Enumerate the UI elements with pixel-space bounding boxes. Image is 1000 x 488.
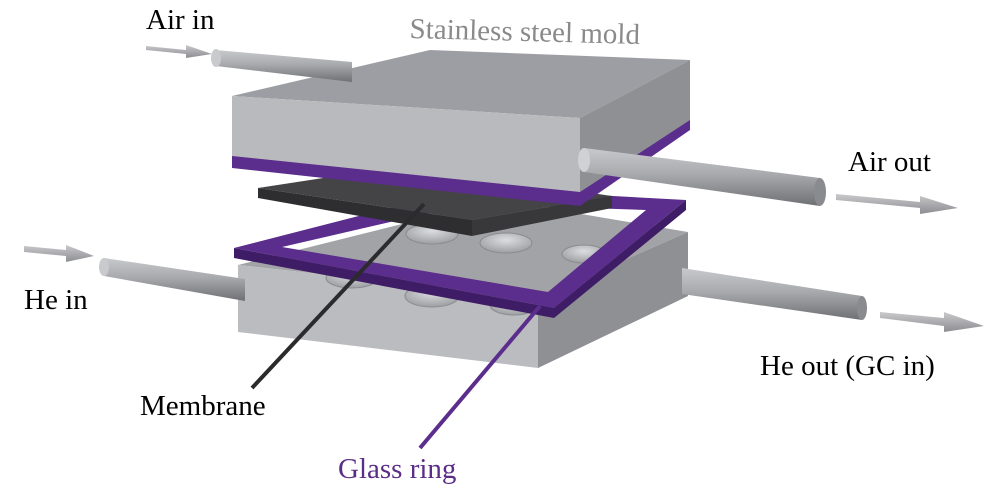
air-in-arrow (146, 45, 212, 58)
bottom-block-side-face (538, 232, 688, 368)
membrane-leader-line (250, 202, 426, 390)
glass-ring-frame (234, 188, 686, 308)
mold-label: Stainless steel mold (409, 13, 641, 52)
air-out-arrow (836, 194, 958, 214)
he-in-pipe (99, 258, 245, 301)
top-mold-block (232, 50, 690, 206)
air-out-pipe (578, 148, 826, 206)
he-out-label: He out (GC in) (760, 350, 935, 382)
membrane-label: Membrane (140, 390, 266, 422)
glass-ring (234, 188, 686, 318)
glass-ring-leader-line (418, 304, 542, 450)
he-in-label: He in (24, 284, 88, 316)
top-block-front-face (232, 96, 580, 192)
he-in-arrow (24, 245, 94, 262)
gas-hole (479, 232, 533, 254)
air-in-pipe (211, 49, 352, 82)
he-out-pipe (682, 268, 867, 320)
top-gasket (232, 116, 690, 206)
air-out-label: Air out (848, 146, 931, 178)
top-block-top-face (232, 50, 690, 118)
glass-ring-label: Glass ring (338, 453, 457, 485)
he-out-arrow (880, 312, 984, 332)
air-in-label: Air in (146, 4, 215, 36)
